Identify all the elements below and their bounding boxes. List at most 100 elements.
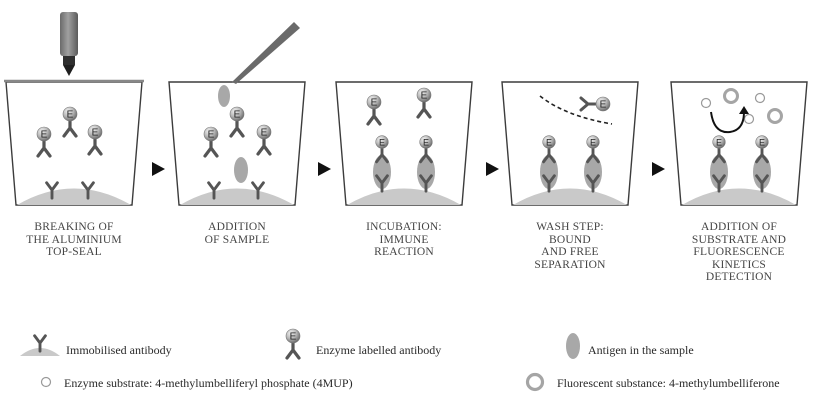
immobilised-antibody-icon [419, 174, 433, 193]
solid-phase [180, 188, 294, 205]
step-2-content: E E E [203, 22, 300, 200]
immobilised-antibody-icon [45, 181, 59, 200]
substrate-icon [754, 92, 766, 104]
fluorescent-icon [767, 108, 783, 124]
immobilised-antibody-icon [542, 174, 556, 193]
enzyme-antibody-icon: E [542, 135, 556, 164]
enzyme-antibody-icon: E [62, 106, 78, 138]
arrow-head-icon [739, 106, 749, 114]
well-3 [335, 81, 473, 206]
enzyme-antibody-icon: E [419, 135, 433, 164]
enzyme-letter: E [290, 332, 297, 343]
piercer-tip-icon [63, 56, 75, 65]
enzyme-letter: E [41, 130, 48, 141]
enzyme-letter: E [67, 110, 74, 121]
caption-line: INCUBATION: [366, 221, 442, 233]
well-outline [168, 81, 306, 206]
sandwich-complex: E [540, 135, 558, 193]
substrate-icon [700, 97, 712, 109]
well-outline [335, 81, 473, 206]
legend-antigen-label: Antigen in the sample [588, 343, 694, 357]
well-5 [670, 81, 808, 206]
legend-immobilised-label: Immobilised antibody [66, 343, 172, 357]
caption-line: FLUORESCENCE [693, 246, 785, 258]
antigen-icon [234, 157, 248, 183]
well-outline [5, 81, 143, 206]
step-1-content: E E E [36, 12, 103, 200]
caption-line: REACTION [374, 246, 434, 258]
enzyme-letter: E [92, 128, 99, 139]
sandwich-complex: E [373, 135, 391, 193]
solid-phase [347, 188, 461, 205]
caption-line: IMMUNE [379, 233, 429, 246]
antigen-icon [584, 155, 602, 189]
step-4-content: E E E [539, 95, 613, 193]
step-3-content: E E E E [366, 87, 435, 193]
enzyme-letter: E [423, 137, 429, 147]
well-1 [5, 81, 143, 206]
free-enzyme-antibody-icon: E [579, 96, 611, 112]
legend-substrate-icon [40, 376, 52, 388]
caption-line: BOUND [549, 233, 591, 246]
antigen-icon [373, 155, 391, 189]
caption-line: SUBSTRATE AND [691, 233, 787, 246]
legend-antigen-icon [566, 333, 580, 359]
caption-line: ADDITION OF [701, 221, 777, 233]
legend-enzyme-antibody-icon: E [285, 328, 301, 360]
well-outline [501, 81, 639, 206]
enzyme-antibody-icon: E [586, 135, 600, 164]
enzyme-antibody-icon: E [229, 106, 245, 138]
caption-line: ADDITION [208, 221, 266, 233]
caption-line: DETECTION [705, 271, 773, 283]
sandwich-complex: E [584, 135, 602, 193]
enzyme-letter: E [234, 110, 241, 121]
legend-fluorescent-icon [525, 372, 545, 392]
antigen-icon [710, 155, 728, 189]
fluorescent-icon [723, 88, 739, 104]
caption-line: KINETICS [712, 258, 766, 271]
immobilised-antibody-icon [586, 174, 600, 193]
caption-line: WASH STEP: [536, 221, 604, 233]
well-2 [168, 81, 306, 206]
next-step-arrow-icon [318, 162, 331, 176]
enzyme-letter: E [546, 137, 552, 147]
enzyme-letter: E [590, 137, 596, 147]
caption-line: BREAKING OF [34, 221, 114, 233]
enzyme-letter: E [208, 130, 215, 141]
sample-drop-icon [218, 85, 230, 107]
immobilised-antibody-icon [251, 181, 265, 200]
enzyme-antibody-icon: E [755, 135, 769, 164]
well-outline [670, 81, 808, 206]
enzyme-letter: E [261, 128, 268, 139]
enzyme-antibody-icon: E [712, 135, 726, 164]
caption-line: TOP-SEAL [46, 246, 102, 258]
legend-fluorescent-label: Fluorescent substance: 4-methylumbellife… [557, 376, 780, 390]
legend-substrate-label: Enzyme substrate: 4-methylumbelliferyl p… [64, 376, 353, 390]
enzyme-letter: E [759, 137, 765, 147]
solid-phase [513, 188, 627, 205]
next-step-arrow-icon [652, 162, 665, 176]
enzyme-antibody-icon: E [366, 94, 382, 126]
wash-flow-line [539, 95, 613, 125]
sandwich-complex: E [417, 135, 435, 193]
piercer-point-icon [63, 65, 75, 76]
enzyme-antibody-icon: E [416, 87, 432, 119]
enzyme-antibody-icon: E [256, 124, 272, 156]
caption-line: SEPARATION [534, 258, 606, 271]
solid-phase [682, 188, 796, 205]
immobilised-antibody-icon [81, 181, 95, 200]
enzyme-letter: E [379, 137, 385, 147]
next-step-arrow-icon [486, 162, 499, 176]
enzyme-antibody-icon: E [87, 124, 103, 156]
next-step-arrow-icon [152, 162, 165, 176]
antigen-icon [540, 155, 558, 189]
enzyme-antibody-icon: E [375, 135, 389, 164]
enzyme-antibody-icon: E [36, 126, 52, 158]
